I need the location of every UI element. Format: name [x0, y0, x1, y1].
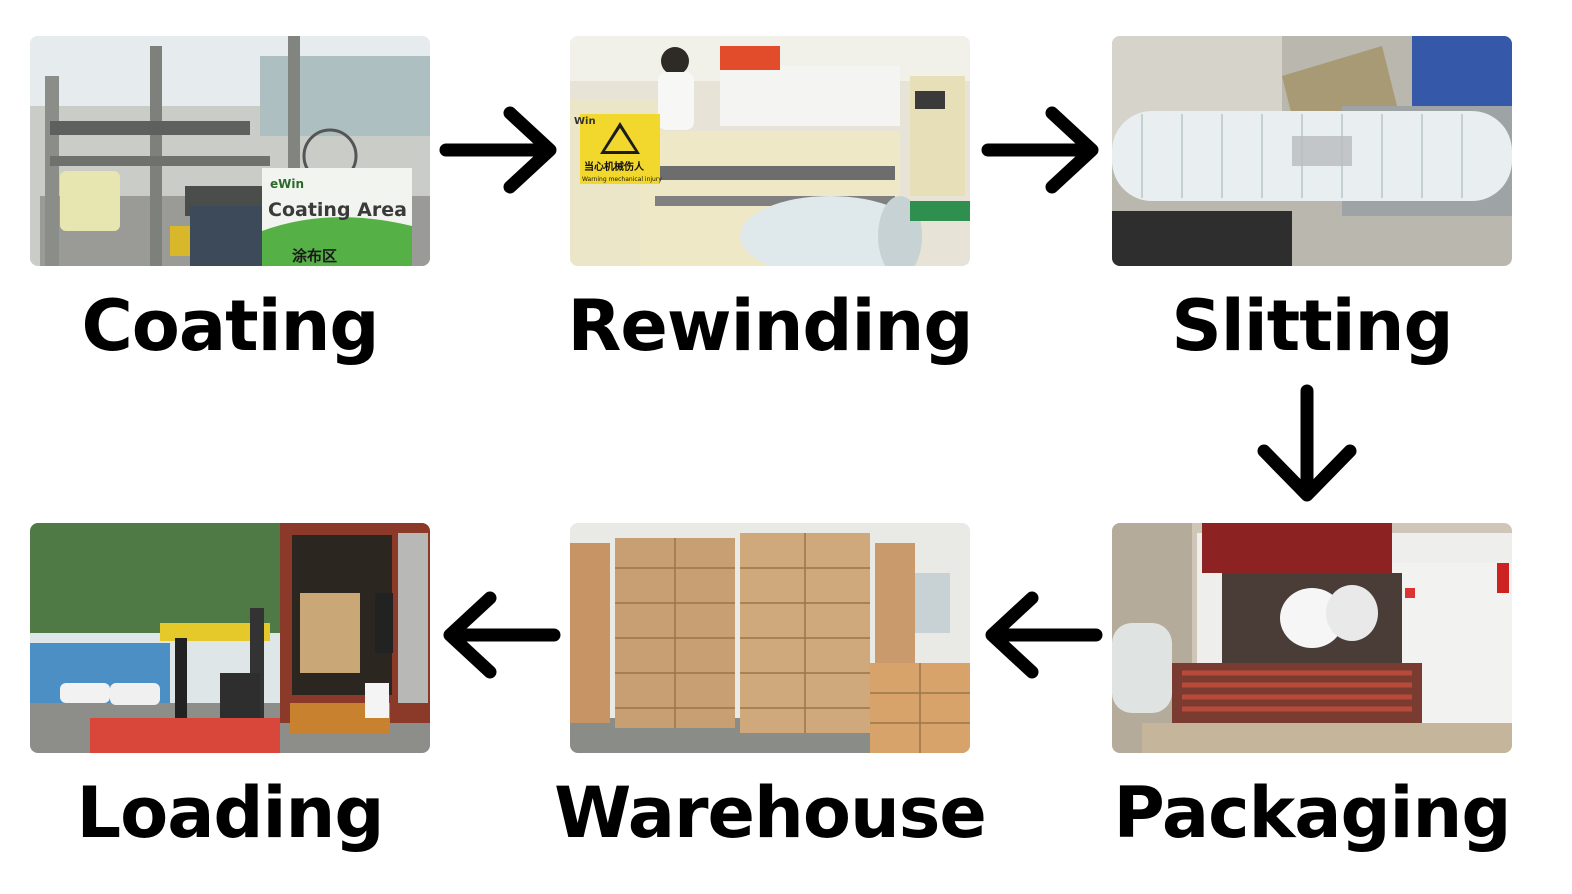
arrow-warehouse-to-loading — [438, 590, 562, 680]
arrow-down-icon — [1257, 384, 1357, 502]
step-label-slitting: Slitting — [1171, 285, 1453, 367]
arrow-slitting-to-packaging — [1252, 383, 1362, 507]
loading-photo — [30, 523, 430, 753]
packaging-photo — [1112, 523, 1512, 753]
rewinding-photo: 当心机械伤人 Warning mechanical injury Win — [570, 36, 970, 266]
arrow-coating-to-rewinding — [438, 105, 562, 195]
step-label-rewinding: Rewinding — [567, 285, 974, 367]
step-label-warehouse: Warehouse — [554, 772, 987, 854]
coating-photo: eWin Coating Area 涂布区 — [30, 36, 430, 266]
step-label-packaging: Packaging — [1113, 772, 1512, 854]
arrow-right-icon — [981, 106, 1099, 194]
rewinding-warning-en: Warning mechanical injury — [582, 176, 662, 183]
arrow-rewinding-to-slitting — [980, 105, 1104, 195]
coating-sign-brand: eWin — [270, 177, 304, 191]
arrow-packaging-to-warehouse — [980, 590, 1104, 680]
rewinding-warning-cn: 当心机械伤人 — [584, 160, 645, 173]
arrow-left-icon — [985, 591, 1103, 679]
step-label-coating: Coating — [81, 285, 379, 367]
rewinding-brand: Win — [574, 116, 596, 127]
arrow-right-icon — [439, 106, 557, 194]
step-label-loading: Loading — [76, 772, 385, 854]
slitting-photo — [1112, 36, 1512, 266]
coating-sign-subtitle: 涂布区 — [292, 247, 337, 265]
warehouse-photo — [570, 523, 970, 753]
coating-sign-title: Coating Area — [268, 199, 407, 221]
arrow-left-icon — [443, 591, 561, 679]
